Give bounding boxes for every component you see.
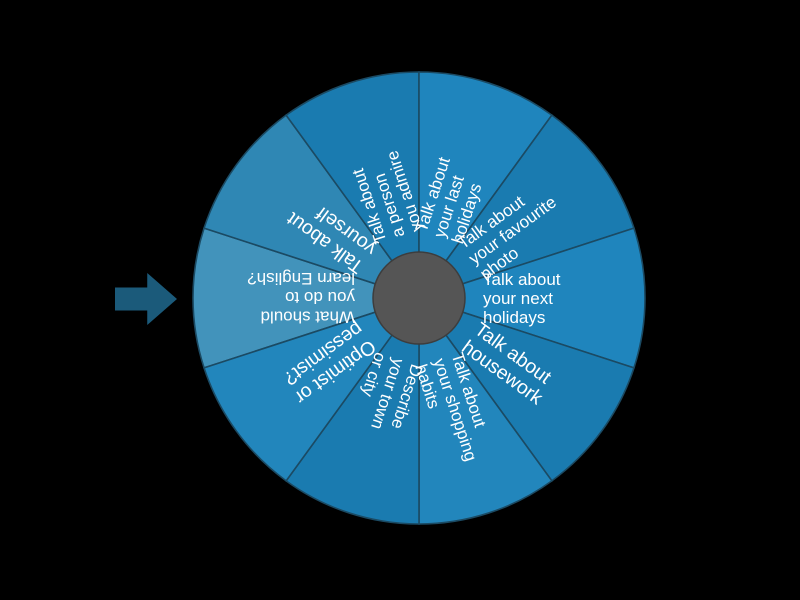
wheel-segment-label-line: holidays — [483, 308, 545, 327]
wheel-segment[interactable] — [285, 295, 420, 525]
wheel-segment[interactable] — [416, 114, 635, 300]
wheel-segment[interactable] — [203, 296, 422, 482]
wheel-segments[interactable] — [192, 71, 646, 525]
wheel-segment-label-line: Talk about — [483, 270, 561, 289]
wheel-segment-label-line: What should — [261, 307, 356, 326]
wheel-segment[interactable] — [285, 71, 420, 301]
wheel-segment[interactable] — [416, 296, 635, 482]
spinner-pointer-arrow — [115, 273, 177, 325]
wheel-segment[interactable] — [192, 227, 422, 369]
wheel-segment-label-line: learn English? — [247, 269, 355, 288]
wheel-segment-label-line: you do to — [285, 288, 355, 307]
wheel-segment[interactable] — [418, 71, 553, 301]
wheel-segment[interactable] — [418, 295, 553, 525]
wheel-segment[interactable] — [203, 114, 422, 300]
pointer-arrow-shape — [115, 273, 177, 325]
wheel-segment-label-line: your next — [483, 289, 553, 308]
wheel-center-hub[interactable] — [372, 251, 466, 345]
wheel-segment[interactable] — [416, 227, 646, 369]
